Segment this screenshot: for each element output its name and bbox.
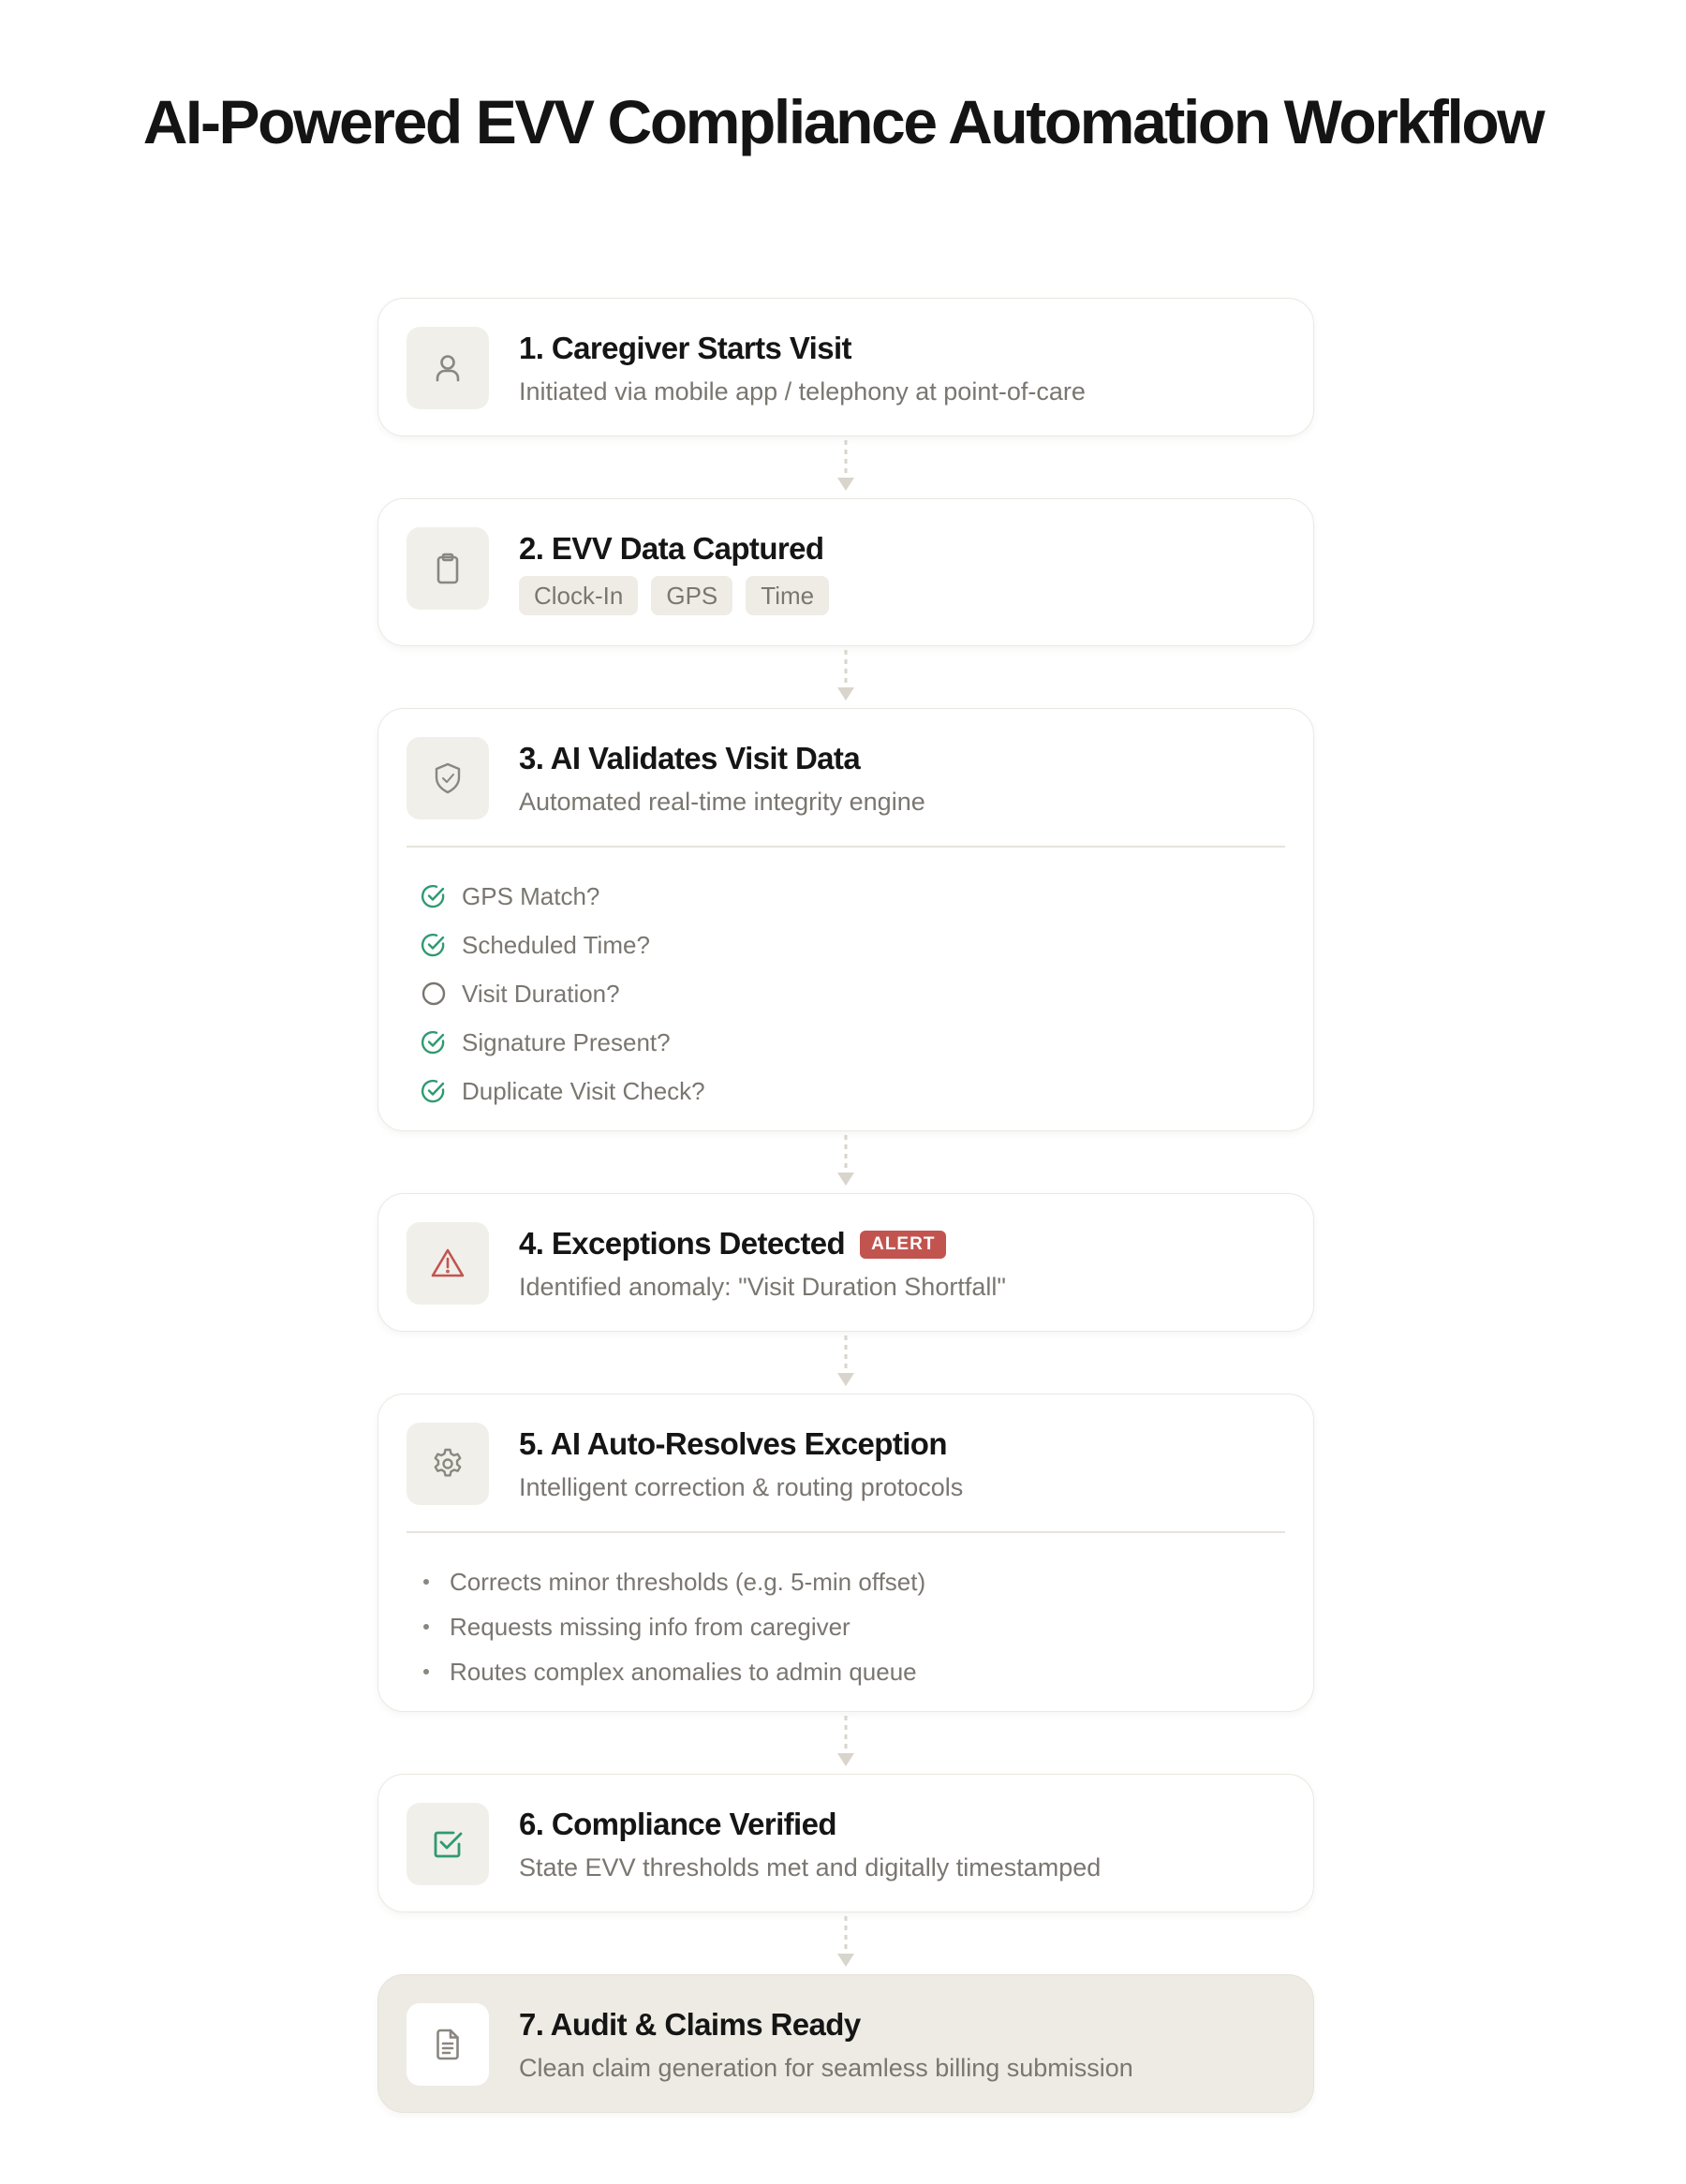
step-title: 3. AI Validates Visit Data (519, 741, 861, 775)
check-label: GPS Match? (462, 881, 600, 910)
down-arrow-icon (837, 1716, 854, 1766)
flow-connector (377, 1131, 1314, 1193)
list-item-text: Requests missing info from caregiver (450, 1612, 850, 1641)
resolution-list: Corrects minor thresholds (e.g. 5-min of… (378, 1533, 1313, 1711)
bullet-dot (423, 1624, 429, 1630)
check-label: Visit Duration? (462, 979, 620, 1008)
check-circle-icon (421, 1030, 445, 1055)
list-item: Requests missing info from caregiver (423, 1604, 1313, 1649)
list-item-text: Corrects minor thresholds (e.g. 5-min of… (450, 1567, 926, 1596)
step-title-text: 4. Exceptions Detected (519, 1226, 846, 1261)
tag-gps: GPS (651, 576, 733, 615)
workflow-flow: 1. Caregiver Starts Visit Initiated via … (377, 298, 1314, 2113)
step-title: 6. Compliance Verified (519, 1807, 837, 1841)
step-subtitle: State EVV thresholds met and digitally t… (519, 1853, 1102, 1881)
down-arrow-icon (837, 1335, 854, 1386)
step-card-caregiver-starts-visit: 1. Caregiver Starts Visit Initiated via … (377, 298, 1314, 436)
data-tags: Clock-In GPS Time (519, 576, 830, 615)
check-circle-icon (421, 1079, 445, 1103)
validation-checklist: GPS Match? Scheduled Time? Visit Duratio… (378, 848, 1313, 1130)
step-subtitle: Intelligent correction & routing protoco… (519, 1473, 964, 1501)
step-subtitle: Initiated via mobile app / telephony at … (519, 377, 1086, 406)
list-item: Routes complex anomalies to admin queue (423, 1649, 1313, 1694)
check-circle-icon (421, 884, 445, 908)
check-item-scheduled-time: Scheduled Time? (421, 921, 1313, 969)
flow-connector (377, 646, 1314, 708)
clipboard-icon (407, 527, 489, 610)
bullet-dot (423, 1579, 429, 1585)
step-title: 7. Audit & Claims Ready (519, 2007, 861, 2042)
checkbox-icon (407, 1803, 489, 1885)
empty-circle-icon (422, 981, 446, 1006)
flow-connector (377, 1332, 1314, 1394)
step-subtitle: Clean claim generation for seamless bill… (519, 2054, 1133, 2082)
step-title: 5. AI Auto-Resolves Exception (519, 1426, 948, 1461)
step-subtitle: Identified anomaly: "Visit Duration Shor… (519, 1273, 1006, 1301)
flow-connector (377, 1912, 1314, 1974)
down-arrow-icon (837, 440, 854, 491)
flow-connector (377, 436, 1314, 498)
shield-check-icon (407, 737, 489, 819)
step-card-compliance-verified: 6. Compliance Verified State EVV thresho… (377, 1774, 1314, 1912)
check-label: Duplicate Visit Check? (462, 1076, 705, 1105)
tag-time: Time (746, 576, 830, 615)
step-card-audit-claims-ready: 7. Audit & Claims Ready Clean claim gene… (377, 1974, 1314, 2113)
step-subtitle: Automated real-time integrity engine (519, 788, 925, 816)
down-arrow-icon (837, 650, 854, 701)
down-arrow-icon (837, 1135, 854, 1186)
user-icon (407, 327, 489, 409)
tag-clock-in: Clock-In (519, 576, 639, 615)
check-circle-icon (421, 933, 445, 957)
check-item-signature-present: Signature Present? (421, 1018, 1313, 1067)
flow-connector (377, 1712, 1314, 1774)
check-label: Scheduled Time? (462, 930, 650, 959)
divider (407, 1531, 1285, 1533)
step-title: 2. EVV Data Captured (519, 531, 824, 566)
step-title: 1. Caregiver Starts Visit (519, 331, 852, 365)
bullet-dot (423, 1669, 429, 1675)
list-item-text: Routes complex anomalies to admin queue (450, 1657, 917, 1686)
list-item: Corrects minor thresholds (e.g. 5-min of… (423, 1559, 1313, 1604)
gear-icon (407, 1423, 489, 1505)
check-label: Signature Present? (462, 1027, 671, 1056)
warning-triangle-icon (407, 1222, 489, 1305)
divider (407, 846, 1285, 848)
step-title: 4. Exceptions Detected ALERT (519, 1226, 947, 1262)
check-item-visit-duration: Visit Duration? (421, 969, 1313, 1018)
step-card-exceptions-detected: 4. Exceptions Detected ALERT Identified a… (377, 1193, 1314, 1332)
step-card-ai-validates-visit-data: 3. AI Validates Visit Data Automated rea… (377, 708, 1314, 1131)
alert-badge: ALERT (860, 1231, 947, 1259)
check-item-duplicate-visit: Duplicate Visit Check? (421, 1067, 1313, 1115)
down-arrow-icon (837, 1916, 854, 1967)
document-icon (407, 2003, 489, 2086)
step-card-evv-data-captured: 2. EVV Data Captured Clock-In GPS Time (377, 498, 1314, 646)
page-title: AI-Powered EVV Compliance Automation Wor… (142, 87, 1546, 156)
step-card-ai-auto-resolves-exception: 5. AI Auto-Resolves Exception Intelligen… (377, 1394, 1314, 1712)
check-item-gps-match: GPS Match? (421, 872, 1313, 921)
